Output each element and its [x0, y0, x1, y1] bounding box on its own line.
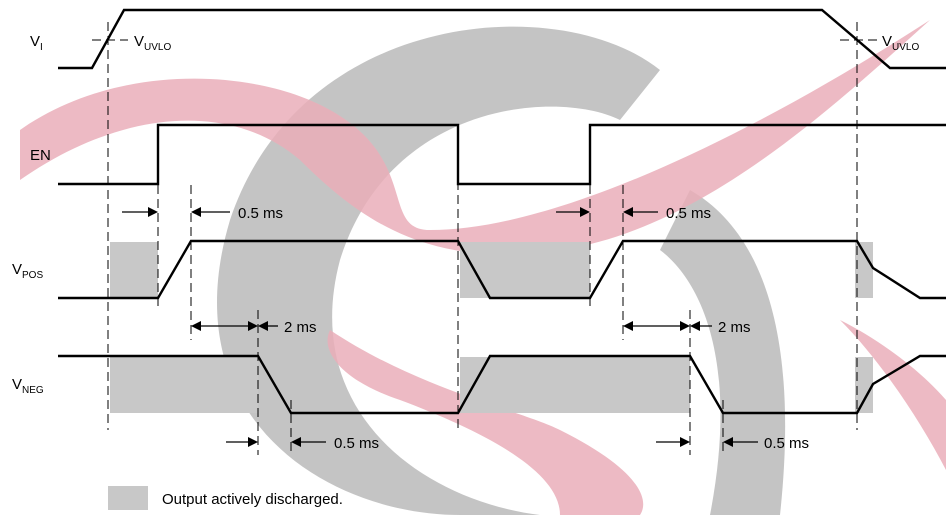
- watermark-red-lower: [327, 330, 644, 515]
- arrow-vneg-delay-1: [226, 437, 326, 447]
- signal-label-vneg: VNEG: [12, 376, 44, 396]
- en-trace: [58, 123, 946, 186]
- timing-arrows: [122, 207, 758, 447]
- watermark-red-swoosh: [20, 20, 930, 255]
- vneg-discharge-2: [460, 357, 690, 413]
- timing-label-vpos-delay-1: 2 ms: [284, 319, 317, 336]
- vneg-trace: [58, 354, 946, 415]
- timing-label-vpos-delay-2: 2 ms: [718, 319, 751, 336]
- signal-label-vi: VI: [30, 33, 43, 53]
- watermark-red-right: [840, 320, 946, 470]
- vi-trace: [58, 8, 946, 70]
- timing-label-en-delay-1: 0.5 ms: [238, 205, 283, 222]
- discharge-regions: [110, 242, 873, 413]
- arrow-en-delay-2: [556, 207, 658, 217]
- waveforms: [58, 8, 946, 415]
- vneg-discharge-3: [855, 357, 873, 413]
- arrow-en-delay-1: [122, 207, 230, 217]
- uvlo-label-right: VUVLO: [882, 33, 919, 53]
- vpos-discharge-2: [460, 242, 590, 298]
- signal-label-vpos: VPOS: [12, 261, 43, 281]
- arrow-vpos-delay-2: [623, 321, 712, 331]
- legend-label: Output actively discharged.: [162, 491, 343, 508]
- reference-lines: [107, 22, 858, 455]
- uvlo-label-left: VUVLO: [134, 33, 171, 53]
- legend: Output actively discharged.: [108, 486, 343, 510]
- timing-label-vneg-delay-1: 0.5 ms: [334, 435, 379, 452]
- arrow-vpos-delay-1: [191, 321, 278, 331]
- vpos-discharge-3: [855, 242, 873, 298]
- timing-label-vneg-delay-2: 0.5 ms: [764, 435, 809, 452]
- vpos-trace: [58, 239, 946, 300]
- vneg-discharge-1: [110, 357, 258, 413]
- arrow-vneg-delay-2: [656, 437, 758, 447]
- watermark-logo: [20, 20, 946, 515]
- timing-label-en-delay-2: 0.5 ms: [666, 205, 711, 222]
- watermark-gray-right: [660, 190, 786, 515]
- vpos-discharge-1: [110, 242, 158, 298]
- legend-swatch: [108, 486, 148, 510]
- signal-label-en: EN: [30, 147, 51, 164]
